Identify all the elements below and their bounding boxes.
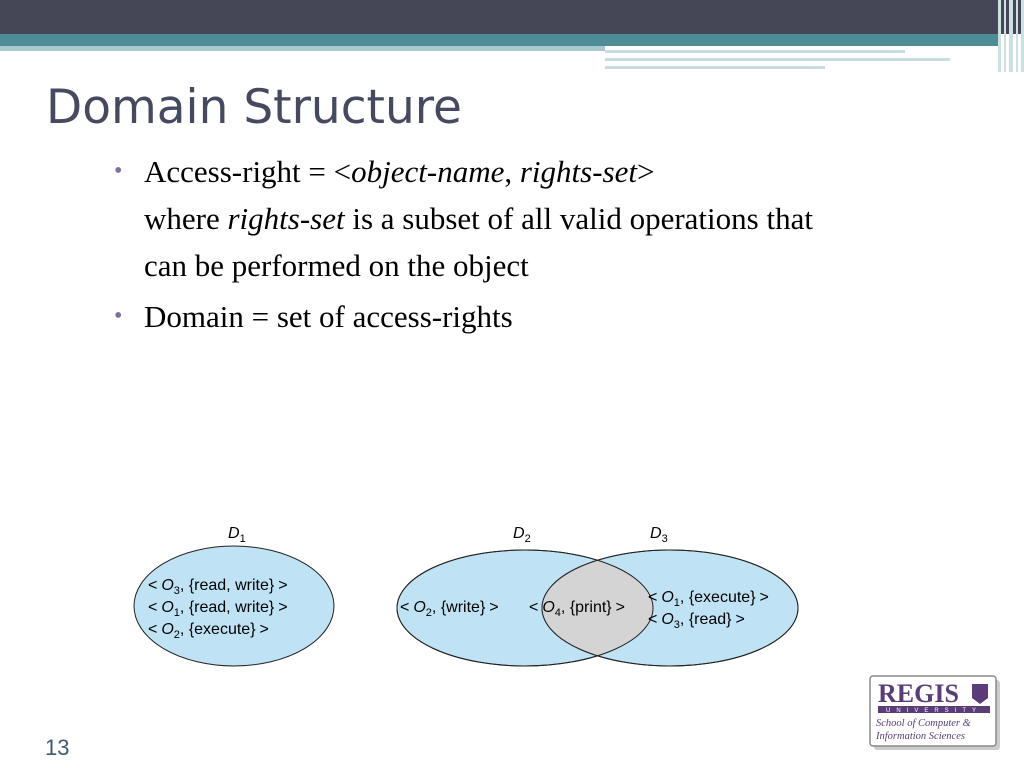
header-line [605, 50, 905, 53]
domain-d1-label: D1 [228, 525, 246, 545]
page-number: 13 [45, 735, 70, 760]
d1-entry-o3: <O3, {read, write}> [148, 577, 288, 597]
shared-entry-o4: <O4, {print}> [529, 599, 625, 619]
domain-d2-label: D2 [513, 525, 531, 545]
domain-definition: Domain = set of access-rights [144, 299, 513, 334]
slide-title: Domain Structure [46, 80, 462, 135]
d3-entry-o1: <O1, {execute}> [648, 589, 769, 609]
domain-d1-ellipse [133, 545, 335, 667]
bullet-list: • Access-right = <object-name, rights-se… [114, 148, 814, 340]
bullet-italic: rights-set [227, 201, 345, 236]
logo-name: REGIS [878, 679, 959, 708]
logo-line1: School of Computer & [876, 718, 972, 729]
domain-diagram: D1 <O3, {read, write}> <O1, {read, write… [133, 525, 799, 667]
shield-icon [972, 684, 988, 704]
header-line [605, 66, 825, 69]
header-teal-bar [0, 34, 1000, 46]
rights-set-explanation: where rights-set is a subset of all vali… [144, 195, 814, 289]
bullet-text: > [636, 154, 655, 189]
d3-entry-o3: <O3, {read}> [648, 611, 745, 631]
logo-university: UNIVERSITY [886, 708, 982, 714]
header-light-bar [0, 46, 605, 51]
header-stripes [996, 0, 1024, 72]
domain-d3-label: D3 [650, 525, 668, 545]
d1-entry-o2: <O2, {execute}> [148, 621, 269, 641]
access-right-definition: Access-right = <object-name, rights-set> [144, 154, 654, 189]
bullet-italic: object-name [351, 154, 505, 189]
regis-university-logo: REGIS UNIVERSITY School of Computer & In… [869, 675, 1000, 750]
bullet-item: • Domain = set of access-rights [114, 293, 814, 340]
domain-intersection [542, 550, 653, 666]
logo-line2: Information Sciences [875, 731, 965, 742]
bullet-dot-icon: • [114, 303, 123, 329]
bullet-italic: rights-set [519, 154, 637, 189]
bullet-text: Access-right = < [144, 154, 352, 189]
bullet-text: is a subset of all valid operations that… [144, 201, 813, 283]
header-dark-bar [0, 0, 1024, 34]
d1-entry-o1: <O1, {read, write}> [148, 599, 288, 619]
bullet-item: • Access-right = <object-name, rights-se… [114, 148, 814, 289]
bullet-dot-icon: • [114, 158, 123, 184]
header-line [605, 58, 950, 61]
bullet-text: , [504, 154, 520, 189]
d2-entry-o2: <O2, {write}> [400, 599, 499, 619]
bullet-text: where [144, 201, 228, 236]
